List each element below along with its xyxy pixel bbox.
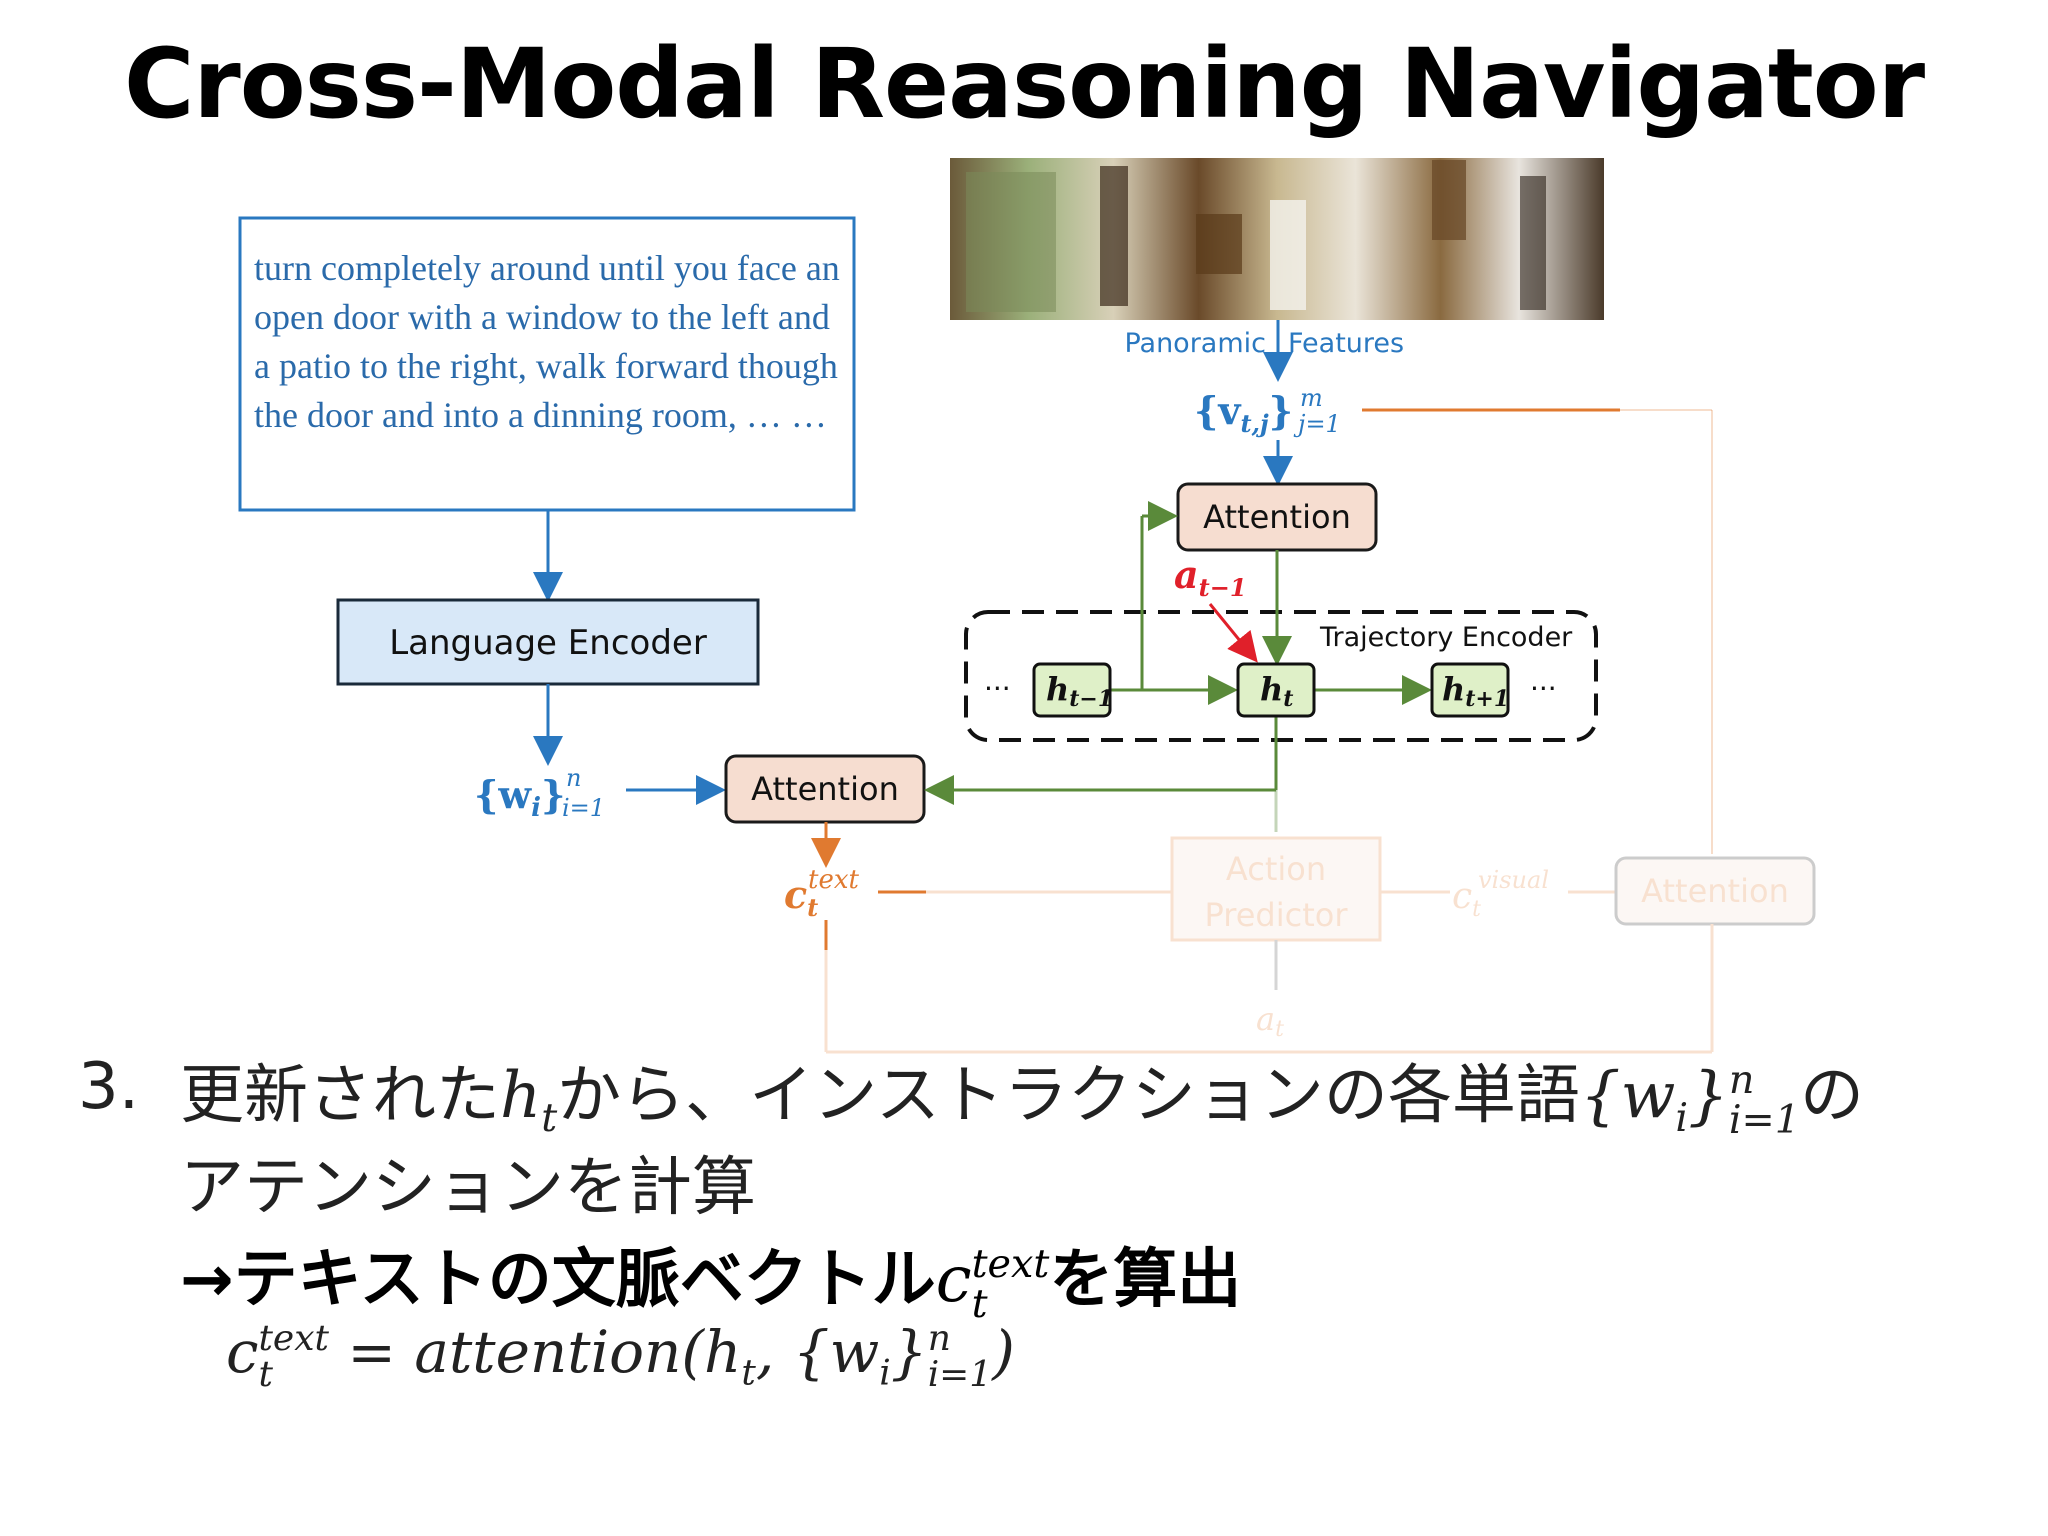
w-lower: i=1	[562, 794, 605, 822]
panorama-image	[950, 158, 1604, 320]
language-encoder-label: Language Encoder	[389, 623, 707, 663]
c-text-sup: text	[808, 865, 859, 895]
panoramic-label: Panoramic	[1124, 328, 1266, 359]
h-curr-label: ht	[1260, 670, 1293, 712]
h-next-node	[1430, 662, 1510, 718]
bullet-text-1c: の	[1799, 1059, 1864, 1133]
page-title: Cross-Modal Reasoning Navigator	[123, 28, 1925, 140]
h-prev-label: ht−1	[1046, 670, 1113, 712]
attention-text-label: Attention	[751, 770, 899, 808]
action-predictor-box	[1170, 836, 1382, 942]
c-text-label: ct	[784, 872, 818, 922]
attention-right-label: Attention	[1641, 872, 1789, 910]
bullet-number: 3.	[78, 1050, 140, 1124]
attention-visual-label: Attention	[1203, 498, 1351, 536]
h-prev-node	[1032, 662, 1112, 718]
bullet-text-1a: 更新された	[180, 1059, 500, 1133]
instruction-text: turn completely around until you face an…	[254, 248, 840, 435]
h-t-inline: ht	[500, 1059, 558, 1141]
action-predictor-label-1: Action	[1226, 850, 1326, 888]
visual-features-label: {vt,j}	[1194, 388, 1293, 438]
ellipsis-left: ···	[984, 672, 1011, 705]
features-label: Features	[1288, 328, 1404, 359]
h-next-label: ht+1	[1442, 670, 1509, 712]
action-output-label: at	[1256, 1000, 1284, 1042]
c-visual-sup: visual	[1478, 866, 1549, 894]
instruction-box	[238, 216, 856, 512]
action-predictor-label-2: Predictor	[1205, 896, 1349, 934]
bullet-text-1b: から、インストラクションの各単語	[557, 1059, 1580, 1133]
w-sup: n	[566, 764, 581, 792]
attention-right-box	[1614, 856, 1816, 926]
faded-section: Action Predictor ct visual Attention at	[824, 836, 1816, 1054]
word-features-label: {wi}	[474, 772, 565, 823]
prev-action-label: at−1	[1174, 552, 1247, 602]
v-lower: j=1	[1293, 410, 1341, 438]
bullet-line-2: アテンションを計算	[180, 1151, 756, 1225]
trajectory-encoder-label: Trajectory Encoder	[1319, 622, 1573, 653]
ellipsis-right: ···	[1530, 672, 1557, 705]
c-visual-label: ct	[1452, 876, 1481, 922]
h-curr-node	[1236, 662, 1316, 718]
trajectory-encoder-box	[964, 610, 1598, 742]
v-sup: m	[1300, 384, 1323, 412]
